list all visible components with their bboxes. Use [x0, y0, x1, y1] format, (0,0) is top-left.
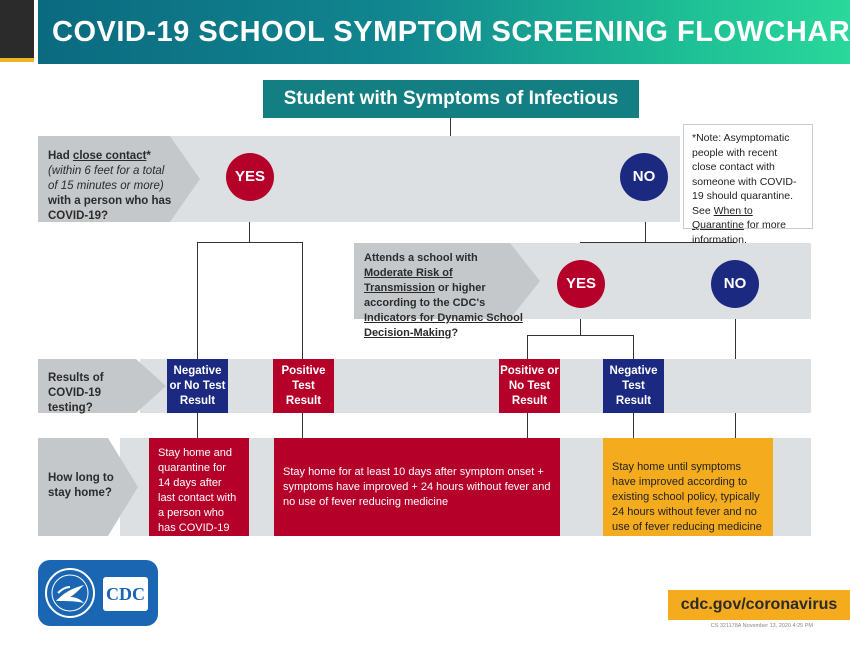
q2-arrow: [354, 243, 540, 319]
indicators-link[interactable]: Indicators for Dynamic School Decision-M…: [364, 312, 523, 339]
q1-question: Had close contact* (within 6 feet for a …: [48, 150, 172, 222]
connector-result1-down: [197, 413, 198, 438]
document-reference: CS 321178A November 13, 2020 4:25 PM: [710, 623, 813, 629]
testing-arrow: [38, 359, 166, 413]
q1-yes-node: YES: [226, 153, 274, 201]
connector-to-positive: [302, 242, 303, 359]
connector-to-negative: [197, 242, 198, 359]
q2-no-node: NO: [711, 260, 759, 308]
result-negative-or-no-test: Negative or No Test Result: [167, 359, 228, 413]
moderate-risk-link[interactable]: Moderate Risk of Transmission: [364, 267, 453, 294]
cdc-url-link[interactable]: cdc.gov/coronavirus: [668, 590, 850, 620]
connector-result4-down: [633, 413, 634, 438]
quarantine-note: *Note: Asymptomatic people with recent c…: [683, 124, 813, 246]
q2-band: [500, 243, 811, 319]
connector-result3-down: [527, 413, 528, 438]
cdc-logo-icon: CDC: [103, 577, 148, 611]
when-to-quarantine-link[interactable]: When to Quarantine: [692, 204, 753, 232]
connector-q2-split: [580, 242, 736, 243]
connector-yes-split: [197, 242, 303, 243]
q2-question: Attends a school with Moderate Risk of T…: [364, 252, 523, 339]
hhs-eagle-seal-icon: [45, 568, 95, 618]
close-contact-link[interactable]: close contact: [72, 150, 147, 162]
header-dark-block: [0, 0, 34, 58]
start-node: Student with Symptoms of Infectious Illn…: [263, 80, 639, 147]
outcome-isolate-10-days: Stay home for at least 10 days after sym…: [274, 438, 560, 536]
connector-to-positive-2: [527, 335, 528, 359]
testing-question: Results of COVID-19 testing?: [48, 372, 104, 414]
connector-result2-down: [302, 413, 303, 438]
connector-q2-yes-down: [580, 304, 581, 336]
testing-band: [140, 359, 811, 413]
connector-to-negative-2: [633, 335, 634, 359]
q1-arrow: [38, 136, 200, 222]
result-positive: Positive Test Result: [273, 359, 334, 413]
q2-yes-node: YES: [557, 260, 605, 308]
result-negative: Negative Test Result: [603, 359, 664, 413]
connector-q2-yes-split: [527, 335, 634, 336]
header-accent-bar: [0, 58, 34, 62]
outcome-existing-policy: Stay home until symptoms have improved a…: [603, 438, 773, 536]
result-positive-or-no-test: Positive or No Test Result: [499, 359, 560, 413]
page-title: COVID-19 SCHOOL SYMPTOM SCREENING FLOWCH…: [38, 0, 850, 64]
stay-home-question: How long to stay home?: [48, 472, 114, 499]
outcome-quarantine-14-days: Stay home and quarantine for 14 days aft…: [149, 438, 249, 536]
q1-no-node: NO: [620, 153, 668, 201]
